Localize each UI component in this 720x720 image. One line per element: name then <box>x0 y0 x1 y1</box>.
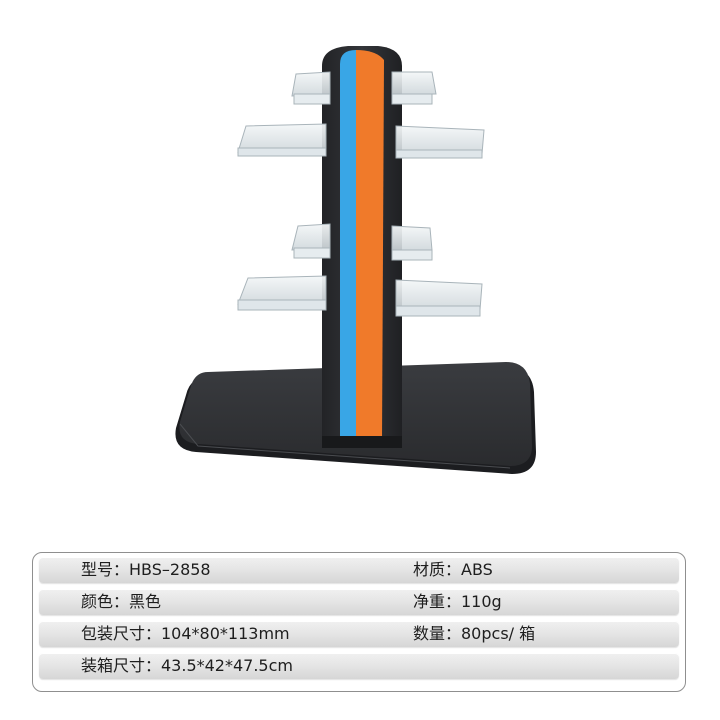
display-stand-illustration <box>175 46 536 474</box>
spec-row: 装箱尺寸：43.5*42*47.5cm <box>39 653 679 679</box>
blue-stripe <box>340 50 356 440</box>
spec-material: 材质：ABS <box>413 560 493 579</box>
spec-quantity: 数量：80pcs/ 箱 <box>413 624 536 643</box>
spec-row: 颜色：黑色 净重：110g <box>39 589 679 615</box>
spec-color: 颜色：黑色 <box>81 592 162 611</box>
spec-package-size: 包装尺寸：104*80*113mm <box>81 624 290 643</box>
spec-net-weight: 净重：110g <box>413 592 502 611</box>
spec-row: 型号：HBS–2858 材质：ABS <box>39 557 679 583</box>
spec-table: 型号：HBS–2858 材质：ABS 颜色：黑色 净重：110g 包装尺寸：10… <box>32 552 686 692</box>
spec-model: 型号：HBS–2858 <box>81 560 211 579</box>
orange-stripe <box>356 50 384 440</box>
spec-carton-size: 装箱尺寸：43.5*42*47.5cm <box>81 656 293 675</box>
spec-row: 包装尺寸：104*80*113mm 数量：80pcs/ 箱 <box>39 621 679 647</box>
product-image <box>175 46 536 474</box>
acrylic-shelves <box>237 71 485 317</box>
stand-pillar <box>322 46 402 448</box>
